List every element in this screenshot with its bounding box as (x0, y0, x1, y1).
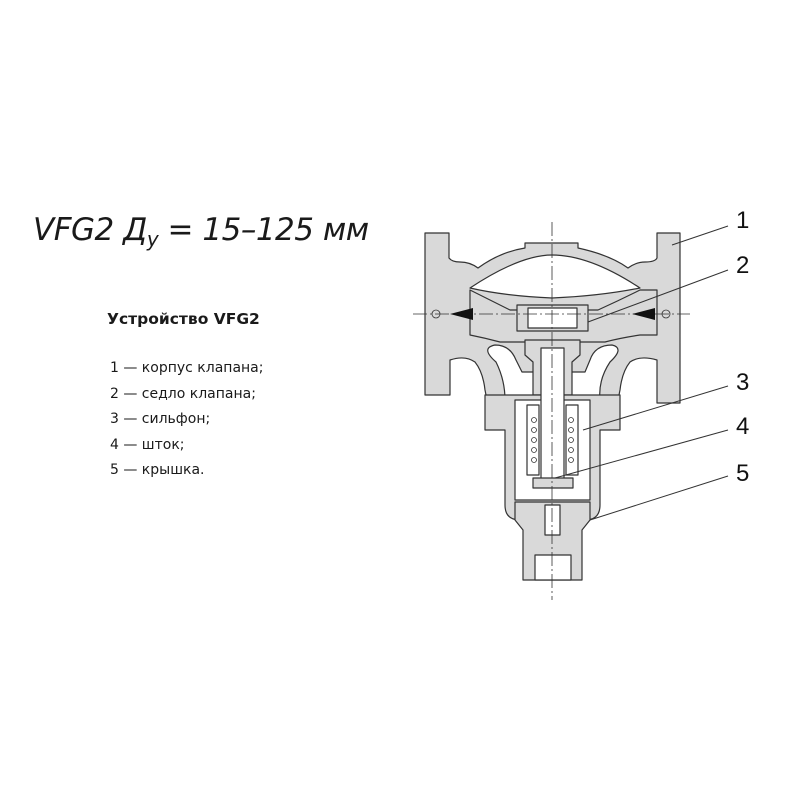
legend-item: 4 — шток; (110, 436, 185, 453)
bellows-coils (531, 417, 574, 463)
callout-5: 5 (736, 460, 749, 487)
flow-arrow-icon (450, 308, 473, 320)
flow-arrow-icon (632, 308, 655, 320)
title-subscript: у (146, 227, 159, 251)
title-range: = 15–125 мм (158, 212, 370, 248)
title-main: VFG2 Д (33, 212, 147, 248)
bellows (526, 404, 540, 476)
callout-1: 1 (736, 207, 749, 234)
legend-item: 5 — крышка. (110, 462, 205, 478)
upper-cavity (469, 254, 641, 299)
legend-item: 1 — корпус клапана; (110, 360, 264, 376)
callout-2: 2 (736, 252, 749, 279)
callout-3: 3 (736, 369, 749, 396)
parts-legend: 1 — корпус клапана; 2 — седло клапана; 3… (110, 356, 263, 484)
stem (540, 347, 565, 484)
callout-4: 4 (736, 413, 749, 440)
page-title: VFG2 Ду = 15–125 мм (33, 212, 369, 251)
section-heading: Устройство VFG2 (107, 310, 260, 328)
legend-item: 3 — сильфон; (110, 411, 211, 427)
leader-lines (554, 225, 729, 521)
legend-item: 2 — седло клапана; (110, 385, 256, 402)
